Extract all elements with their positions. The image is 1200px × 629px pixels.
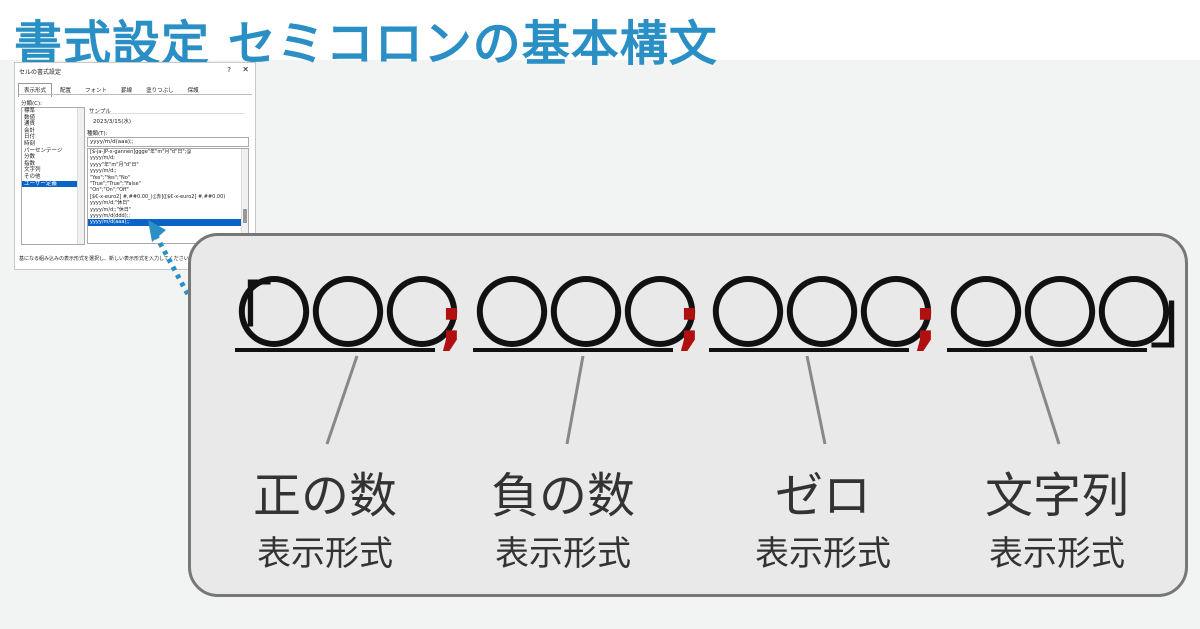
format-item[interactable]: yyyy/m/d;;"休日" bbox=[90, 206, 132, 213]
category-item[interactable]: 分数 bbox=[24, 154, 36, 161]
label-zero: ゼロ bbox=[774, 468, 871, 524]
sublabel-zero: 表示形式 bbox=[755, 534, 891, 574]
type-input[interactable]: yyyy/m/d(aaa);; bbox=[87, 137, 249, 147]
arrow-line bbox=[151, 230, 195, 304]
sample-box bbox=[89, 113, 245, 126]
format-item[interactable]: yyyy/m/d;"休日" bbox=[90, 200, 130, 207]
scrollbar-thumb[interactable] bbox=[243, 209, 247, 223]
format-item[interactable]: yyyy/m/d;; bbox=[90, 168, 117, 175]
label-negative: 負の数 bbox=[490, 468, 635, 524]
type-label: 種類(T): bbox=[87, 131, 108, 137]
arrow-head-icon bbox=[148, 220, 166, 242]
category-item[interactable]: 日付 bbox=[24, 134, 36, 141]
format-item[interactable]: yyyy"年"m"月"d"日" bbox=[90, 161, 139, 168]
title-background bbox=[0, 0, 1200, 60]
format-item[interactable]: [$-ja-JP-x-gannen]ggge"年"m"月"d"日";@ bbox=[90, 149, 192, 155]
tab-protection[interactable]: 保護 bbox=[187, 88, 199, 94]
separator-3: ; bbox=[913, 284, 938, 357]
tab-divider bbox=[18, 94, 252, 95]
tab-fill[interactable]: 塗りつぶし bbox=[146, 88, 174, 94]
format-item[interactable]: "On";"On";"Off" bbox=[90, 187, 129, 194]
category-scrollbar[interactable] bbox=[77, 108, 84, 244]
format-item[interactable]: yyyy/m/d; bbox=[90, 155, 115, 162]
pointer-1 bbox=[325, 355, 359, 445]
separator-2: ; bbox=[677, 284, 702, 357]
underline-2 bbox=[473, 348, 673, 352]
pointer-3 bbox=[805, 355, 827, 445]
format-scrollbar[interactable] bbox=[241, 149, 248, 243]
sublabel-positive: 表示形式 bbox=[257, 534, 393, 574]
section-2-placeholder: 〇〇〇 bbox=[473, 270, 699, 360]
section-1-placeholder: 〇〇〇 bbox=[235, 270, 461, 360]
format-item[interactable]: [$€-x-euro2] #,##0.00_);[赤]([$€-x-euro2]… bbox=[90, 193, 226, 200]
category-item[interactable]: 文字列 bbox=[24, 167, 41, 174]
section-3-placeholder: 〇〇〇 bbox=[709, 270, 935, 360]
sample-label: サンプル bbox=[89, 109, 111, 115]
format-item[interactable]: "Yes";"Yes";"No" bbox=[90, 174, 131, 181]
underline-1 bbox=[235, 348, 435, 352]
format-item[interactable]: yyyy/m/d(aaa);; bbox=[88, 219, 248, 226]
close-icon[interactable]: ✕ bbox=[242, 65, 249, 74]
tab-font[interactable]: フォント bbox=[85, 88, 108, 94]
pointer-lines bbox=[325, 355, 1061, 445]
dialog-tabs: 表示形式 配置 フォント 罫線 塗りつぶし 保護 bbox=[18, 83, 205, 97]
sample-value: 2023/3/15(水) bbox=[93, 119, 131, 125]
open-bracket: 「 bbox=[201, 274, 274, 358]
dotted-arrow bbox=[148, 220, 195, 304]
section-4-placeholder: 〇〇〇 bbox=[947, 270, 1173, 360]
label-positive: 正の数 bbox=[252, 468, 397, 524]
label-text: 文字列 bbox=[984, 468, 1129, 524]
category-label: 分類(C): bbox=[21, 101, 42, 107]
format-list[interactable]: [$-ja-JP-x-gannen]ggge"年"m"月"d"日";@yyyy/… bbox=[87, 148, 249, 244]
underline-4 bbox=[947, 348, 1147, 352]
tab-alignment[interactable]: 配置 bbox=[60, 88, 72, 94]
category-item[interactable]: パーセンテージ bbox=[24, 147, 63, 154]
tab-number-format[interactable]: 表示形式 bbox=[18, 83, 53, 97]
underline-3 bbox=[709, 348, 909, 352]
format-item[interactable]: yyyy/m/d(ddd);; bbox=[90, 213, 131, 220]
help-icon[interactable]: ? bbox=[227, 66, 231, 74]
dialog-note: 基になる組み込みの表示形式を選択し、新しい表示形式を入力してください。 bbox=[19, 256, 194, 262]
pointer-2 bbox=[565, 355, 585, 445]
category-item[interactable]: その他 bbox=[24, 173, 41, 180]
separator-1: ; bbox=[439, 284, 464, 357]
close-bracket: 」 bbox=[1149, 280, 1200, 352]
format-item[interactable]: "True";"True";"False" bbox=[90, 181, 141, 188]
category-item[interactable]: 時刻 bbox=[24, 140, 36, 147]
pointer-4 bbox=[1029, 355, 1061, 445]
dialog-title: セルの書式設定 bbox=[19, 69, 62, 76]
category-item[interactable]: 会計 bbox=[24, 127, 36, 134]
category-list[interactable]: 標準数値通貨会計日付時刻パーセンテージ分数指数文字列その他ユーザー定義 bbox=[21, 107, 85, 245]
sublabel-negative: 表示形式 bbox=[495, 534, 631, 574]
tab-border[interactable]: 罫線 bbox=[121, 88, 133, 94]
category-item[interactable]: 標準 bbox=[24, 108, 36, 114]
sublabel-text: 表示形式 bbox=[989, 534, 1125, 574]
category-item[interactable]: 数値 bbox=[24, 114, 36, 121]
category-item[interactable]: 指数 bbox=[24, 160, 36, 167]
category-item[interactable]: ユーザー定義 bbox=[22, 180, 84, 188]
category-item[interactable]: 通貨 bbox=[24, 121, 36, 128]
syntax-callout: 「 〇〇〇 ; 〇〇〇 ; 〇〇〇 ; 〇〇〇 」 正の数 表示形式 負の数 表… bbox=[188, 233, 1200, 597]
